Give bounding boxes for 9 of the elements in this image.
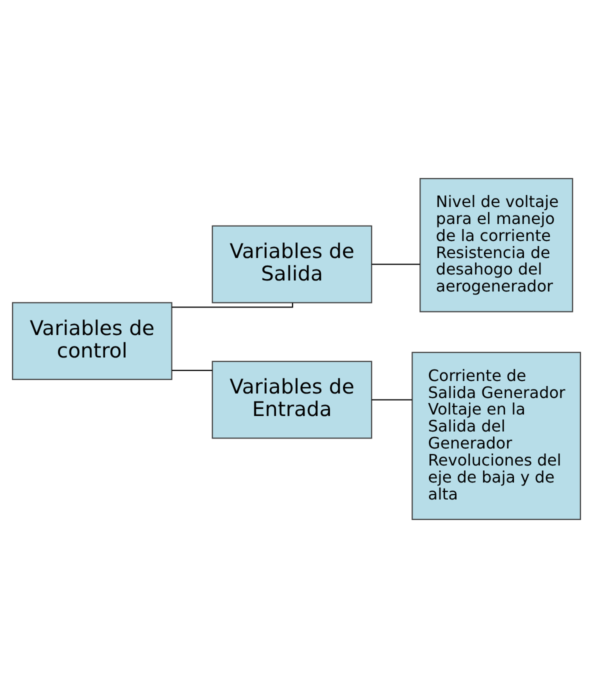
connector xyxy=(172,302,294,308)
connector xyxy=(172,370,212,372)
connector xyxy=(372,399,412,400)
connector xyxy=(372,264,420,265)
node-box: Corriente de Salida Generador Voltaje en la Salida del Generador Revoluciones del eje de baja y de alta xyxy=(412,352,582,520)
node-box: Nivel de voltaje para el manejo de la corriente Resistencia de desahogo del aerogenerador xyxy=(420,178,574,312)
node-box: Variables de control xyxy=(12,302,172,380)
node-box: Variables de Salida xyxy=(212,225,372,304)
node-box: Variables de Entrada xyxy=(212,360,372,439)
